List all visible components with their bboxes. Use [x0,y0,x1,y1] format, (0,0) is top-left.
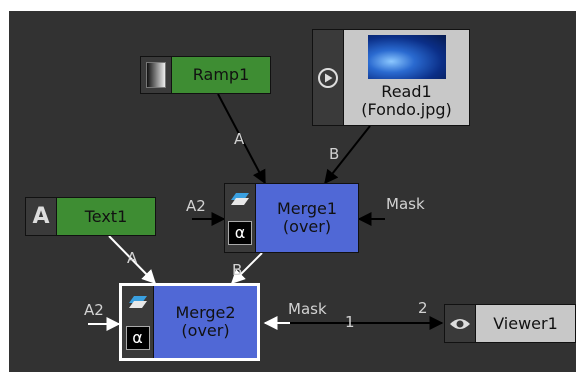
input-label-mask: Mask [386,195,425,213]
node-merge1[interactable]: α Merge1 (over) [224,183,359,253]
node-merge2-label: Merge2 [175,303,236,322]
node-text1[interactable]: A Text1 [25,197,156,236]
node-merge1-operation: (over) [282,217,332,236]
node-merge2[interactable]: α Merge2 (over) [119,283,260,361]
input-label-mask: Mask [288,300,327,318]
viewer-input-number: 1 [345,313,355,331]
input-label-a: A [234,130,245,148]
viewer-input-number: 2 [418,299,428,317]
node-read1-label: Read1 [381,82,432,101]
input-label-b: B [232,261,243,279]
alpha-icon: α [228,220,252,245]
alpha-icon: α [125,325,150,350]
node-ramp1-label: Ramp1 [192,65,250,84]
node-merge1-label: Merge1 [276,199,338,218]
merge-icon: α [122,286,154,358]
node-text1-label: Text1 [84,206,128,226]
input-label-a2: A2 [84,301,104,319]
gradient-icon [141,57,172,93]
node-viewer1-label: Viewer1 [493,313,558,333]
node-read1-filename: (Fondo.jpg) [361,100,452,119]
node-viewer1[interactable]: Viewer1 [444,304,576,343]
read1-thumbnail [367,35,446,79]
node-merge2-operation: (over) [181,321,230,340]
layers-icon [128,295,147,308]
node-ramp1[interactable]: Ramp1 [140,56,271,94]
input-label-a: A [127,249,138,267]
text-icon: A [26,198,57,235]
play-circle-icon [313,30,344,125]
input-label-a2: A2 [186,197,206,215]
eye-icon [445,305,476,342]
merge-icon: α [225,184,256,252]
layers-icon [231,192,249,205]
input-label-b: B [329,145,340,163]
node-read1[interactable]: Read1 (Fondo.jpg) [312,29,470,126]
